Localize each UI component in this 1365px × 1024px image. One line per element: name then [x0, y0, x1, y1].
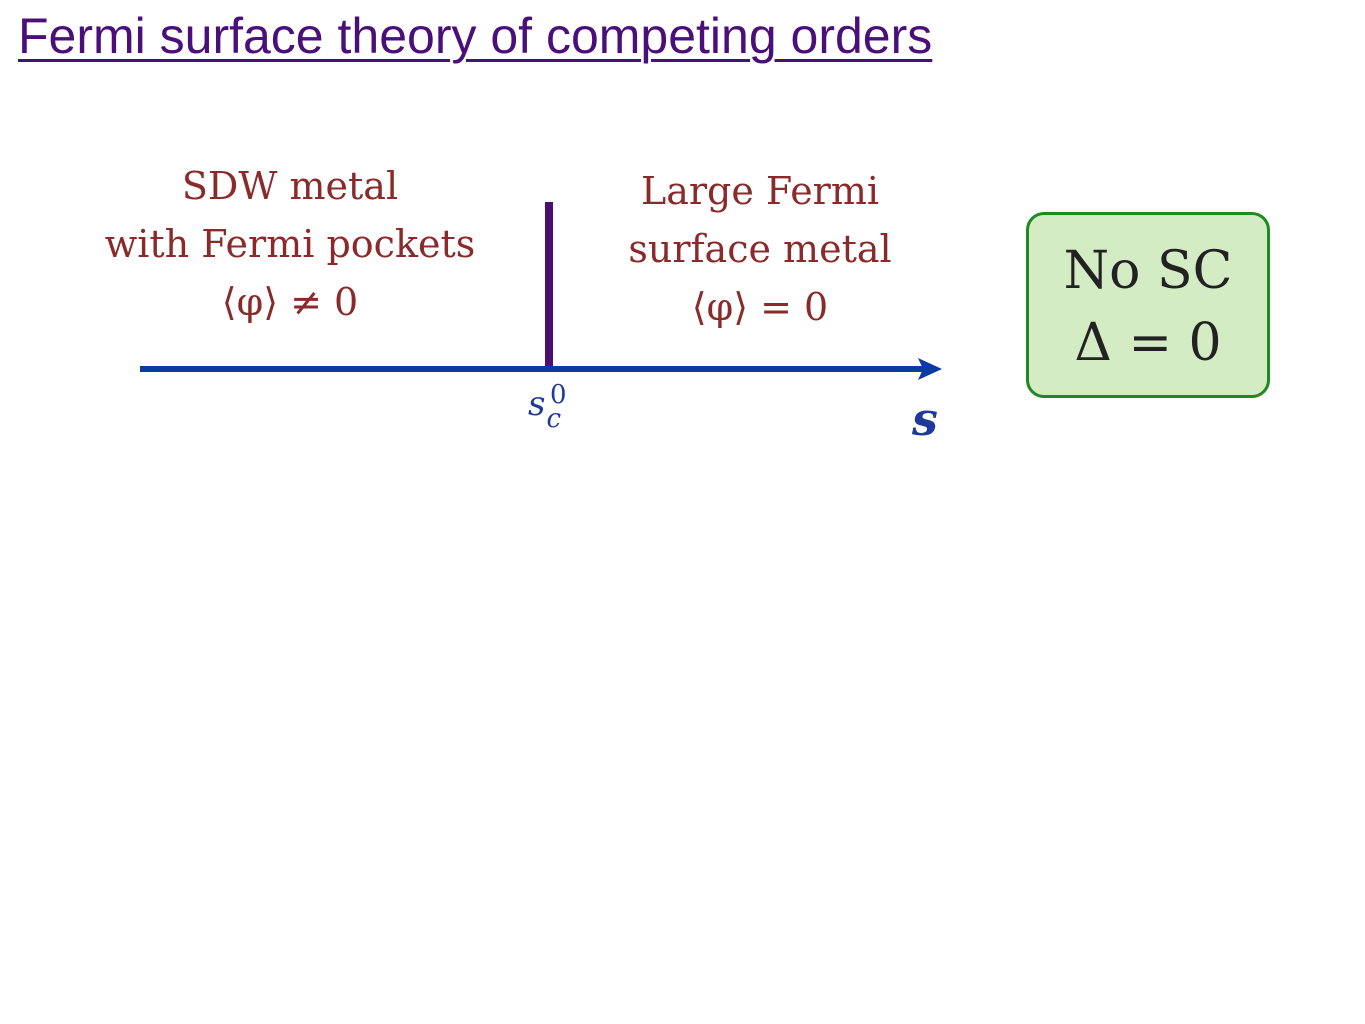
slide-title: Fermi surface theory of competing orders: [18, 8, 933, 64]
right-phase-formula: ⟨φ⟩ = 0: [691, 285, 829, 329]
right-phase-line1: Large Fermi: [640, 169, 880, 213]
critical-point-subscript: c: [546, 404, 562, 434]
no-sc-box: No SC Δ = 0: [1026, 212, 1270, 398]
left-phase-line2: with Fermi pockets: [104, 222, 476, 266]
axis-arrowhead: [918, 358, 942, 380]
critical-point-superscript: 0: [550, 380, 567, 410]
right-phase-label: Large Fermi surface metal ⟨φ⟩ = 0: [590, 162, 930, 336]
right-phase-line2: surface metal: [628, 227, 892, 271]
no-sc-box-line2: Δ = 0: [1074, 313, 1222, 373]
left-phase-label: SDW metal with Fermi pockets ⟨φ⟩ ≠ 0: [70, 157, 510, 331]
left-phase-line1: SDW metal: [181, 164, 399, 208]
no-sc-box-line1: No SC: [1063, 241, 1233, 301]
axis-label: s: [912, 392, 938, 446]
critical-point-symbol: s: [528, 384, 546, 424]
left-phase-formula: ⟨φ⟩ ≠ 0: [221, 280, 359, 324]
